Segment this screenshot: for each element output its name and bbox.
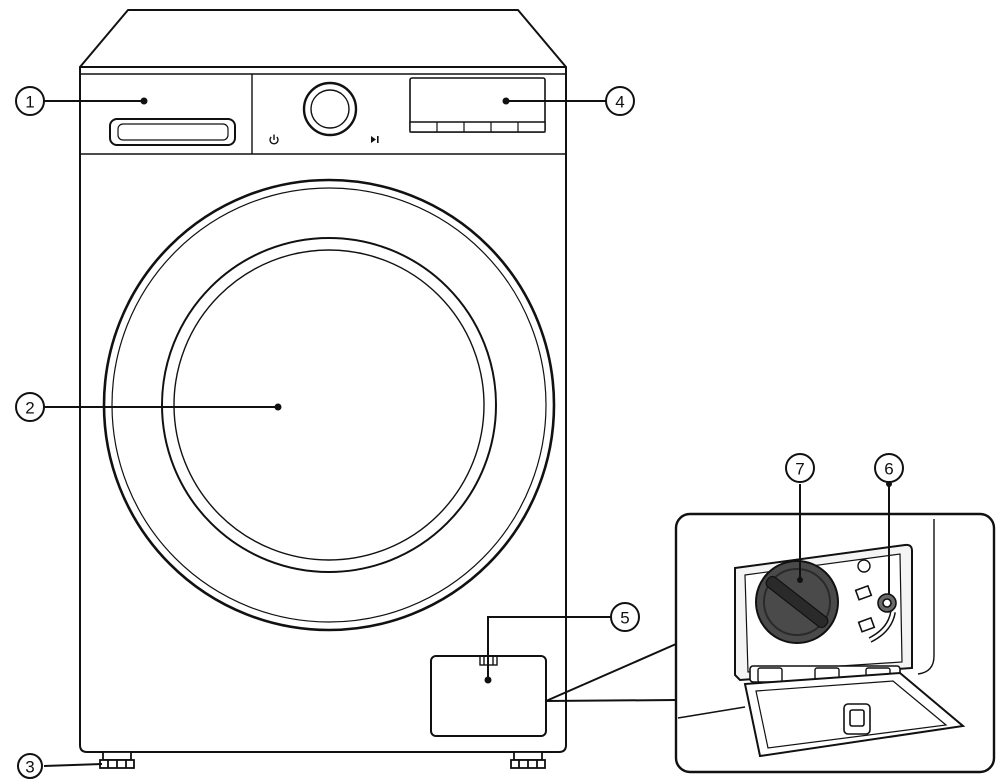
inset-floor-line	[677, 706, 746, 719]
callout-3: 3	[17, 753, 43, 779]
power-icon	[269, 134, 279, 145]
callouts: 1 2 3 4 5 6 7	[15, 86, 904, 779]
display-button-dividers	[436, 122, 519, 132]
play-pause-icon	[371, 136, 379, 143]
callout-5: 5	[610, 602, 640, 632]
adjustable-foot-left	[99, 751, 135, 769]
machine-top	[79, 9, 567, 68]
open-filter-cover-inner	[755, 680, 948, 749]
callout-6: 6	[874, 453, 904, 594]
door-glass-inner	[173, 249, 485, 561]
zoom-connector	[545, 643, 677, 702]
drain-pump-filter-ring	[763, 568, 831, 636]
detergent-drawer-handle-inner	[117, 123, 229, 141]
door-ring-2	[111, 187, 547, 623]
drain-hose	[854, 584, 897, 643]
callout-7-number: 7	[795, 460, 804, 479]
callout-6-number: 6	[884, 460, 893, 479]
recess-screw-hole	[857, 559, 871, 573]
display-buttons-row	[409, 121, 546, 133]
door	[102, 178, 556, 632]
callout-4: 4	[605, 86, 635, 116]
leader-lines	[43, 100, 611, 767]
callout-1: 1	[15, 86, 45, 116]
inset-body-edge	[917, 519, 935, 675]
callout-7: 7	[785, 453, 815, 583]
callout-4-number: 4	[615, 93, 624, 112]
cover-latch	[843, 703, 871, 735]
callout-2: 2	[15, 392, 45, 422]
adjustable-foot-right	[510, 751, 546, 769]
door-glass-outer	[161, 237, 497, 573]
callout-3-number: 3	[25, 758, 34, 777]
callout-1-number: 1	[25, 93, 34, 112]
filter-detail-inset	[674, 512, 996, 774]
callout-2-number: 2	[25, 399, 34, 418]
callout-5-number: 5	[620, 609, 629, 628]
program-knob-inner	[310, 89, 350, 129]
washing-machine	[79, 9, 567, 753]
leader-dots	[140, 97, 510, 684]
drain-pump-filter-handle	[765, 575, 829, 629]
machine-front	[79, 66, 567, 753]
door-outer-ring	[102, 178, 556, 632]
